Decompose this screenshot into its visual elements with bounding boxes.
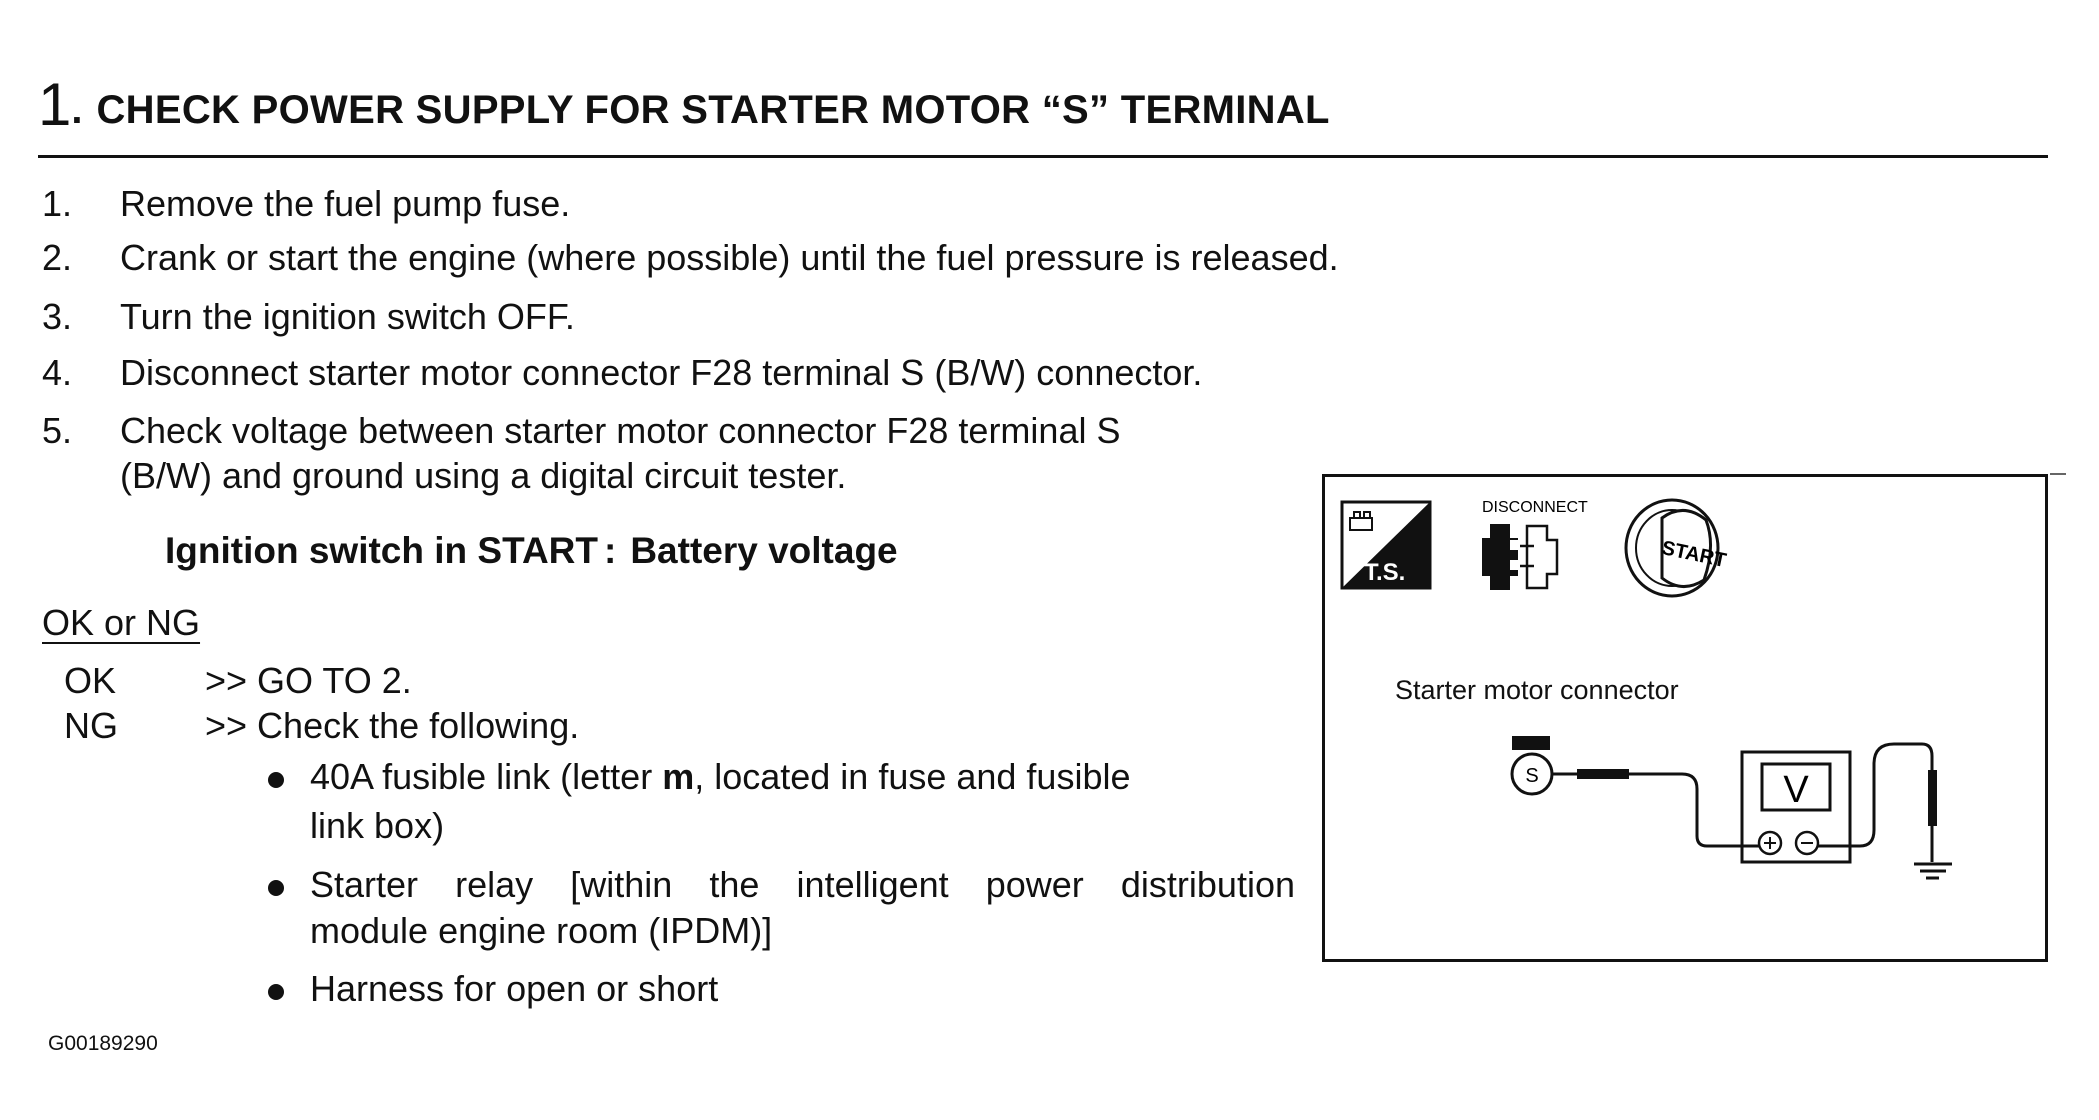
bullet-icon	[268, 880, 284, 896]
svg-text:T.S.: T.S.	[1364, 559, 1405, 586]
negative-probe	[1928, 770, 1937, 826]
procedure-text: Remove the fuel pump fuse.	[120, 183, 571, 224]
ok-or-ng-heading: OK or NG	[42, 602, 201, 643]
check-item-continued: module engine room (IPDM)]	[310, 910, 773, 951]
ground-icon	[1914, 862, 1952, 880]
ok-label: OK	[64, 660, 117, 701]
step-heading: 1. CHECK POWER SUPPLY FOR STARTER MOTOR “…	[38, 70, 1330, 139]
connector-housing	[1512, 736, 1550, 750]
procedure-text: Turn the ignition switch OFF.	[120, 296, 575, 337]
trouble-shooting-icon: T.S.	[1340, 500, 1432, 590]
procedure-number: 3.	[42, 296, 73, 337]
spec-separator: :	[604, 530, 617, 571]
figure-caption: Starter motor connector	[1395, 675, 1679, 705]
check-item: 40A fusible link (letter m, located in f…	[310, 756, 1131, 797]
margin-tick	[2050, 473, 2066, 475]
bullet-icon	[268, 772, 284, 788]
procedure-text: Disconnect starter motor connector F28 t…	[120, 352, 1203, 393]
ng-action: >> Check the following.	[205, 705, 580, 746]
disconnect-connector-icon: DISCONNECT	[1482, 499, 1588, 590]
check-item-continued: link box)	[310, 805, 445, 846]
heading-rule	[38, 155, 2048, 158]
ignition-start-icon: START	[1624, 498, 1728, 598]
figure-code: G00189290	[48, 1032, 158, 1055]
svg-text:S: S	[1525, 765, 1538, 787]
svg-text:DISCONNECT: DISCONNECT	[1482, 499, 1588, 516]
positive-probe	[1577, 769, 1629, 779]
ok-action: >> GO TO 2.	[205, 660, 412, 701]
positive-lead	[1629, 772, 1730, 848]
procedure-text: (B/W) and ground using a digital circuit…	[120, 455, 847, 496]
figure-frame	[1322, 474, 2048, 962]
negative-lead	[1818, 742, 1934, 848]
procedure-text: Crank or start the engine (where possibl…	[120, 237, 1339, 278]
check-item: Harness for open or short	[310, 968, 719, 1009]
procedure-number: 2.	[42, 237, 73, 278]
svg-text:V: V	[1783, 769, 1809, 811]
specification: Ignition switch in START: Battery voltage	[165, 530, 898, 572]
spec-value: Battery voltage	[630, 530, 898, 571]
step-number-dot: .	[71, 88, 83, 132]
spec-condition: Ignition switch in START	[165, 530, 598, 571]
procedure-number: 4.	[42, 352, 73, 393]
procedure-text: Check voltage between starter motor conn…	[120, 410, 1121, 451]
step-title: CHECK POWER SUPPLY FOR STARTER MOTOR “S”…	[96, 88, 1330, 132]
check-item: Starter relay [within the intelligent po…	[310, 864, 1295, 905]
voltmeter-display	[1760, 762, 1832, 812]
figure-diagram: T.S. DISCONNECT START S V	[1340, 498, 1952, 880]
procedure-number: 5.	[42, 410, 73, 451]
circuit-diagram: S V	[1510, 736, 1952, 880]
step-number: 1	[38, 71, 72, 138]
ng-label: NG	[64, 705, 118, 746]
procedure-number: 1.	[42, 183, 73, 224]
bullet-icon	[268, 984, 284, 1000]
